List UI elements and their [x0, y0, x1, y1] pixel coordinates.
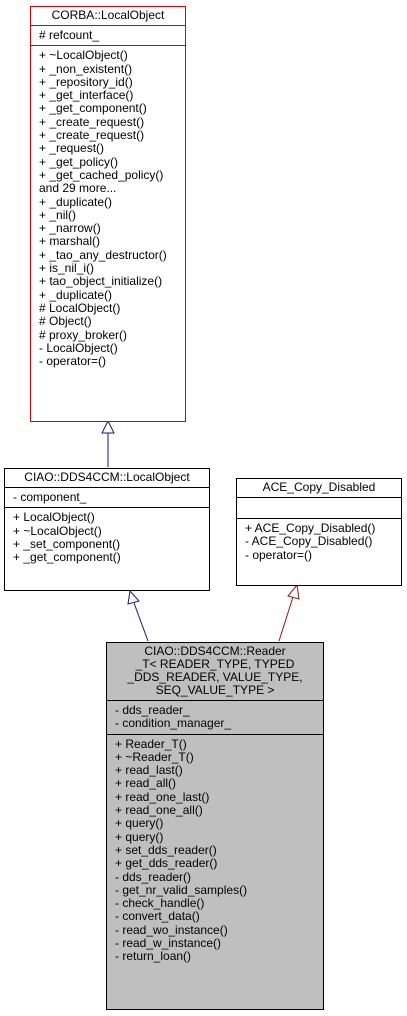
class-title: CIAO::DDS4CCM::Reader_T< READER_TYPE, TY…: [107, 643, 323, 700]
member-item: + ~Reader_T(): [115, 749, 194, 764]
class-title-line: SEQ_VALUE_TYPE >: [155, 683, 275, 697]
member-item: + _create_request(): [39, 114, 145, 129]
class-title-line: _DDS_READER, VALUE_TYPE,: [127, 670, 303, 684]
member-item: - ACE_Copy_Disabled(): [245, 534, 373, 549]
member-item: + read_last(): [115, 763, 183, 778]
member-item: + _duplicate(): [39, 194, 113, 209]
member-item: + is_nil_i(): [39, 261, 95, 276]
member-item: + _request(): [39, 141, 105, 156]
member-item: and 29 more...: [39, 181, 117, 196]
member-item: + ~LocalObject(): [39, 48, 128, 63]
member-item: - return_loan(): [115, 949, 192, 964]
member-item: - dds_reader_: [115, 703, 190, 717]
attribute-list: [237, 497, 401, 518]
member-item: - read_w_instance(): [115, 936, 222, 951]
member-item: + _get_interface(): [39, 88, 134, 103]
class-title: CORBA::LocalObject: [31, 7, 185, 25]
member-item: + read_one_all(): [115, 803, 203, 818]
class-ace-copy-disabled[interactable]: ACE_Copy_Disabled + ACE_Copy_Disabled()-…: [236, 478, 402, 586]
class-title-line: CIAO::DDS4CCM::Reader: [144, 644, 286, 658]
member-item: + read_all(): [115, 776, 177, 791]
member-item: - operator=(): [39, 354, 107, 369]
member-item: - read_wo_instance(): [115, 922, 228, 937]
member-item: + _tao_any_destructor(): [39, 247, 167, 262]
member-item: + LocalObject(): [13, 510, 95, 525]
member-item: + _nil(): [39, 207, 77, 222]
edge-reader-to-ace: [278, 596, 294, 642]
member-item: + marshal(): [39, 234, 101, 249]
member-item: + _set_component(): [13, 536, 121, 551]
method-list: + ~LocalObject()+ _non_existent()+ _repo…: [31, 45, 185, 371]
edge-reader-to-ciao-arrow: [127, 589, 140, 605]
class-ciao-localobject[interactable]: CIAO::DDS4CCM::LocalObject - component_ …: [4, 468, 210, 591]
method-list: + ACE_Copy_Disabled()- ACE_Copy_Disabled…: [237, 518, 401, 565]
member-item: # proxy_broker(): [39, 327, 128, 342]
member-item: + tao_object_initialize(): [39, 274, 163, 289]
member-item: + _get_cached_policy(): [39, 167, 164, 182]
member-item: + Reader_T(): [115, 736, 187, 751]
member-item: + _non_existent(): [39, 61, 133, 76]
member-item: + query(): [115, 829, 164, 844]
member-item: - convert_data(): [115, 909, 200, 924]
member-item: + _duplicate(): [39, 287, 113, 302]
member-item: + get_dds_reader(): [115, 856, 218, 871]
member-item: + _get_component(): [13, 550, 121, 565]
member-item: # refcount_: [39, 28, 100, 42]
member-item: # Object(): [39, 314, 92, 329]
member-item: + _get_policy(): [39, 154, 119, 169]
class-title-line: CIAO::DDS4CCM::LocalObject: [24, 470, 190, 484]
class-corba-localobject[interactable]: CORBA::LocalObject # refcount_ + ~LocalO…: [30, 6, 186, 422]
member-item: - get_nr_valid_samples(): [115, 882, 248, 897]
member-item: - operator=(): [245, 547, 313, 562]
member-item: - condition_manager_: [115, 716, 232, 731]
member-item: + _create_request(): [39, 128, 145, 143]
member-item: + _repository_id(): [39, 74, 133, 89]
class-title-line: CORBA::LocalObject: [51, 8, 165, 22]
member-item: + ACE_Copy_Disabled(): [245, 521, 376, 535]
member-item: + query(): [115, 816, 164, 831]
method-list: + LocalObject()+ ~LocalObject()+ _set_co…: [5, 507, 209, 567]
class-title: ACE_Copy_Disabled: [237, 479, 401, 497]
class-title-line: ACE_Copy_Disabled: [262, 480, 376, 494]
member-item: + read_one_last(): [115, 789, 210, 804]
edge-ciao-to-corba-arrow: [101, 419, 115, 434]
attribute-list: - component_: [5, 487, 209, 507]
attribute-list: # refcount_: [31, 25, 185, 45]
member-item: # LocalObject(): [39, 300, 121, 315]
member-item: - check_handle(): [115, 896, 205, 911]
attribute-list: - dds_reader_- condition_manager_: [107, 700, 323, 734]
member-item: - LocalObject(): [39, 340, 118, 355]
method-list: + Reader_T()+ ~Reader_T()+ read_last()+ …: [107, 733, 323, 967]
member-item: + ~LocalObject(): [13, 523, 102, 538]
member-item: + _get_component(): [39, 101, 147, 116]
member-item: - dds_reader(): [115, 869, 192, 884]
member-item: - component_: [13, 490, 87, 504]
member-item: + set_dds_reader(): [115, 842, 217, 857]
class-reader-t[interactable]: CIAO::DDS4CCM::Reader_T< READER_TYPE, TY…: [106, 642, 324, 1010]
class-title: CIAO::DDS4CCM::LocalObject: [5, 469, 209, 487]
member-item: + _narrow(): [39, 221, 101, 236]
edge-reader-to-ace-arrow: [287, 583, 300, 600]
class-title-line: _T< READER_TYPE, TYPED: [135, 657, 295, 671]
edge-reader-to-ciao: [133, 602, 149, 642]
